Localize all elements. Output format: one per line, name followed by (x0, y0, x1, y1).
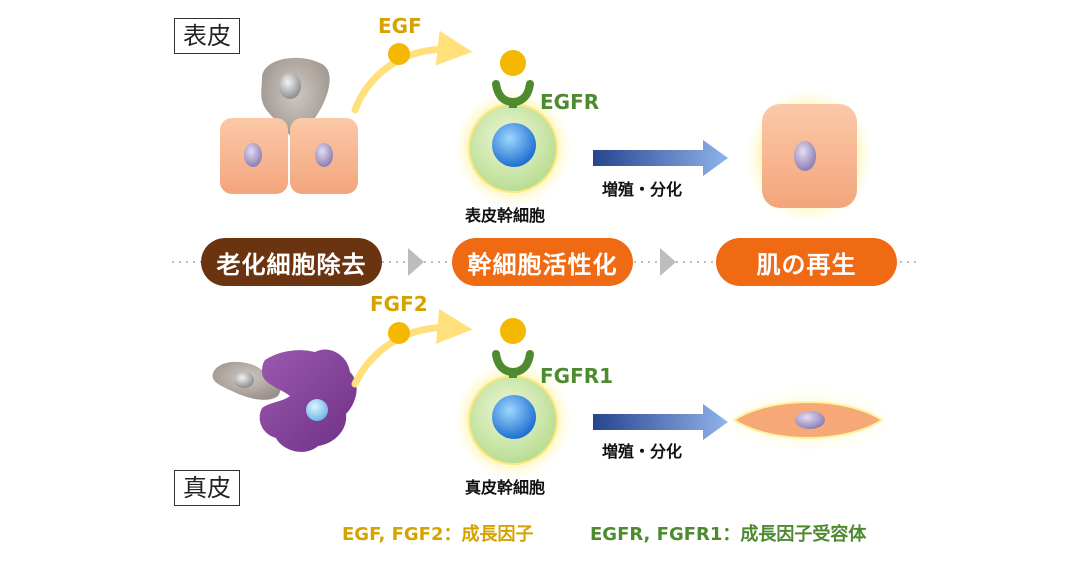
dermal-senescent-nucleus (234, 372, 254, 388)
dermal-stem-cell-label: 真皮幹細胞 (465, 478, 546, 497)
fgfr1-label: FGFR1 (540, 364, 614, 388)
fgf2-bound-ligand (500, 318, 526, 344)
step-stem-activation: 幹細胞活性化 (452, 238, 633, 286)
timeline-arrow-1 (408, 248, 424, 276)
legend-receptors: EGFR, FGFR1：成長因子受容体 (590, 524, 867, 545)
keratinocyte-right-nucleus (315, 143, 333, 167)
epidermal-stem-nucleus (492, 123, 536, 167)
bottom-proliferation-arrow (593, 404, 728, 440)
dermal-stem-cell (453, 318, 573, 480)
purple-phagocyte-nucleus (306, 399, 328, 421)
keratinocyte-left-nucleus (244, 143, 262, 167)
step-senescent-removal: 老化細胞除去 (201, 238, 382, 286)
step-skin-regeneration: 肌の再生 (716, 238, 897, 286)
top-process-label: 増殖・分化 (602, 180, 683, 199)
dermis-label: 真皮 (174, 470, 240, 506)
timeline-arrow-2 (660, 248, 676, 276)
senescent-nucleus (279, 73, 301, 99)
dermal-cell-cluster (212, 349, 357, 452)
epidermis-label: 表皮 (174, 18, 240, 54)
egf-label: EGF (378, 14, 422, 38)
regenerated-keratinocyte (744, 88, 874, 224)
epidermal-cell-cluster (220, 57, 358, 194)
epidermal-stem-cell (453, 50, 573, 208)
egfr-label: EGFR (540, 90, 600, 114)
dermal-stem-nucleus (492, 395, 536, 439)
egf-bound-ligand (500, 50, 526, 76)
regenerated-fibroblast-nucleus (795, 411, 825, 429)
epidermal-stem-cell-label: 表皮幹細胞 (465, 206, 546, 225)
purple-phagocyte (259, 349, 357, 452)
top-proliferation-arrow (593, 140, 728, 176)
egf-free-ligand (388, 43, 410, 65)
bottom-process-label: 増殖・分化 (602, 442, 683, 461)
regenerated-fibroblast (720, 386, 896, 454)
senescent-cell (261, 57, 330, 146)
legend-growth-factors: EGF, FGF2：成長因子 (342, 524, 534, 545)
fgf2-free-ligand (388, 322, 410, 344)
fgf2-label: FGF2 (370, 292, 428, 316)
regenerated-keratinocyte-nucleus (794, 141, 816, 171)
